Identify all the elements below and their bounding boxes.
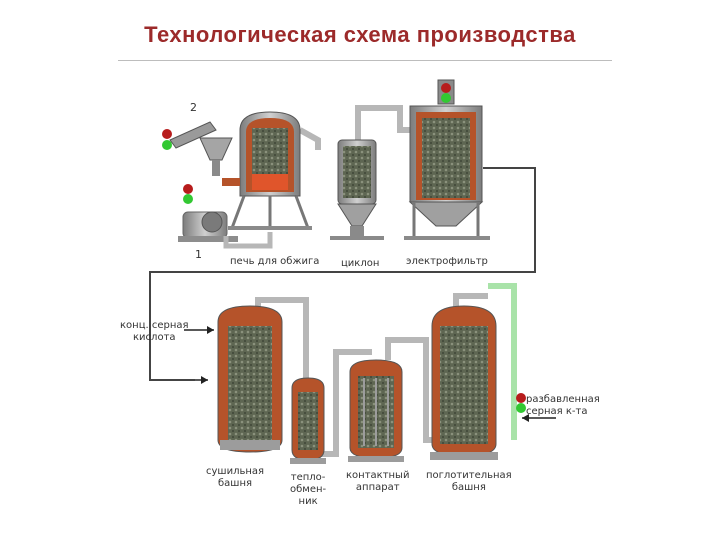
title-rule [118, 60, 612, 61]
label-drying-tower: сушильная башня [206, 466, 265, 489]
heat-exchanger [290, 377, 326, 464]
label-cyclone: циклон [341, 258, 380, 269]
label-furnace: печь для обжига [230, 256, 320, 267]
acid-inlet-arrow [184, 326, 214, 334]
label-num-1: 1 [195, 248, 202, 261]
contact-apparatus [348, 359, 404, 462]
roasting-furnace [222, 111, 312, 230]
drying-tower [217, 305, 283, 453]
label-absorption-tower: поглотительная башня [426, 470, 512, 493]
label-electrofilter: электрофильтр [406, 256, 488, 267]
signal-lamps-absorber [516, 393, 526, 413]
gas-inlet-arrow [195, 376, 208, 384]
label-heat-exchanger: тепло- обмен- ник [290, 472, 327, 507]
pump-unit [178, 211, 273, 249]
signal-lamps-filter [441, 83, 451, 103]
absorption-tower [430, 305, 498, 460]
label-contact-apparatus: контактный аппарат [346, 470, 410, 493]
label-diluted-acid: разбавленная серная к-та [526, 394, 600, 417]
electrofilter [404, 79, 490, 240]
diluted-acid-arrow [522, 414, 556, 422]
pipe-network-top [149, 105, 536, 381]
feeder-conveyor [169, 121, 233, 176]
label-conc-acid: конц. серная кислота [120, 320, 189, 343]
signal-lamps-feeder [162, 129, 172, 150]
signal-lamps-pump [183, 184, 193, 204]
cyclone [330, 139, 384, 240]
diagram-title: Технологическая схема производства [144, 22, 576, 47]
label-num-2: 2 [190, 101, 197, 114]
